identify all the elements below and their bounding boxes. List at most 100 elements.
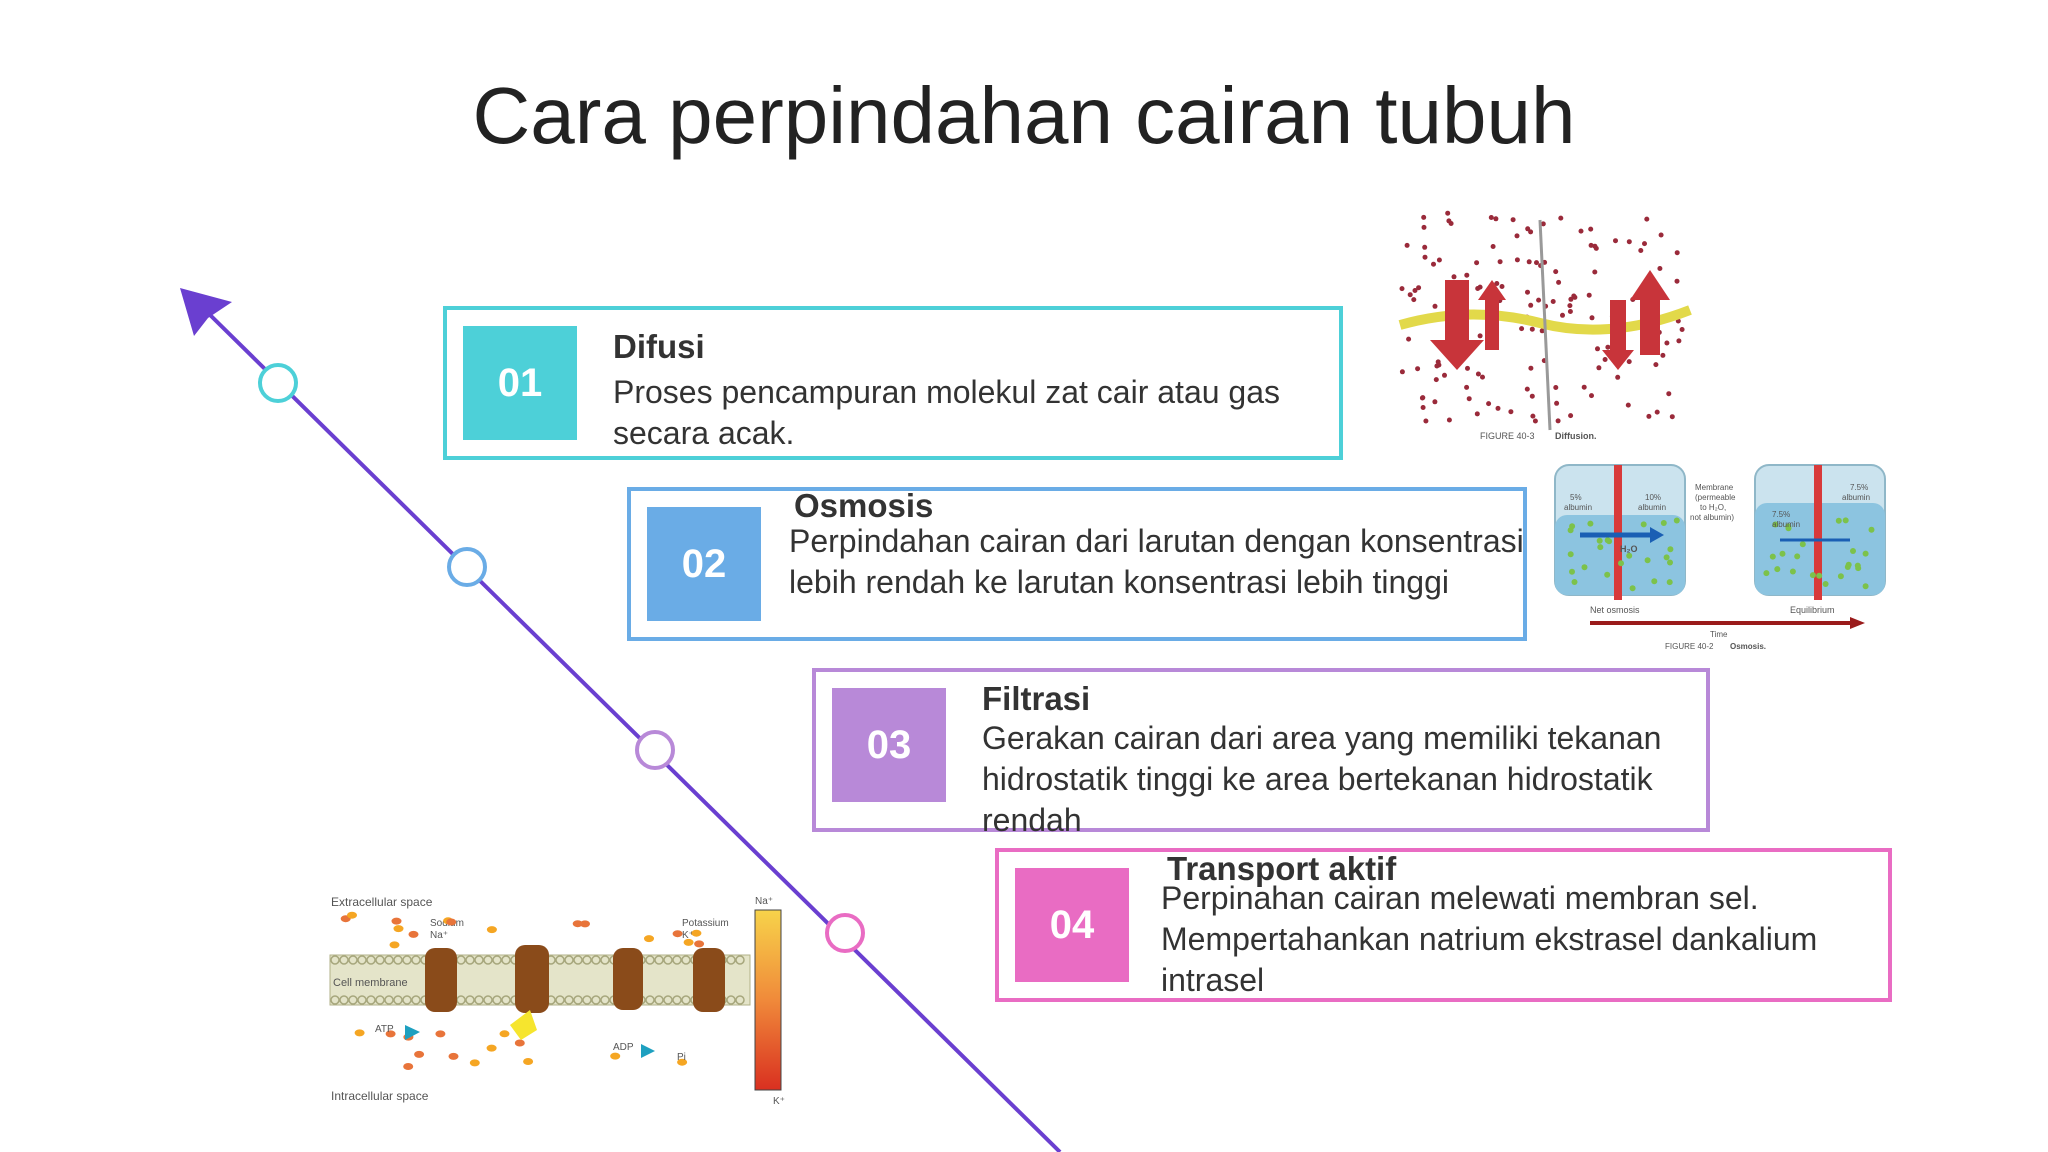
lipid-head xyxy=(600,995,610,1005)
molecule-dot xyxy=(1514,257,1520,263)
albumin-dot xyxy=(1597,544,1604,551)
timeline-marker-2 xyxy=(447,547,487,587)
ion-dot xyxy=(354,1029,365,1037)
lipid-head xyxy=(402,995,412,1005)
molecule-dot xyxy=(1646,413,1652,419)
lipid-head xyxy=(402,955,412,965)
step-card-1: 01 Difusi Proses pencampuran molekul zat… xyxy=(443,306,1343,460)
lipid-head xyxy=(357,955,367,965)
ion-dot xyxy=(385,1030,396,1038)
molecule-dot xyxy=(1657,266,1663,271)
albumin-dot xyxy=(1673,517,1680,524)
timeline-marker-3 xyxy=(635,730,675,770)
timeline-marker-4 xyxy=(825,913,865,953)
lipid-head xyxy=(483,955,493,965)
molecule-dot xyxy=(1644,216,1650,222)
ion-dot xyxy=(499,1030,510,1038)
molecule-dot xyxy=(1432,303,1438,309)
barrier-line xyxy=(1538,219,1552,431)
lipid-head xyxy=(465,995,475,1005)
albumin-dot xyxy=(1626,552,1633,559)
albumin-dot xyxy=(1571,579,1578,585)
molecule-dot xyxy=(1499,284,1505,289)
molecule-dot xyxy=(1493,216,1499,222)
albumin-dot xyxy=(1596,537,1603,544)
lipid-head xyxy=(384,955,394,965)
molecule-dot xyxy=(1555,418,1561,424)
lipid-head xyxy=(654,995,664,1005)
potassium-ion-label: K⁺ xyxy=(682,930,694,941)
molecule-dot xyxy=(1626,359,1632,365)
molecule-dot xyxy=(1534,260,1539,266)
molecule-dot xyxy=(1593,245,1599,251)
molecule-dot xyxy=(1658,232,1664,238)
ion-dot xyxy=(448,1052,459,1060)
lipid-head xyxy=(654,955,664,965)
molecule-dot xyxy=(1519,326,1525,332)
albumin-dot xyxy=(1581,564,1588,571)
lipid-head xyxy=(474,995,484,1005)
molecule-dot xyxy=(1526,259,1532,265)
lipid-head xyxy=(339,955,349,965)
albumin-dot xyxy=(1779,550,1786,557)
lipid-head xyxy=(735,995,745,1005)
molecule-dot xyxy=(1514,233,1520,239)
lipid-head xyxy=(672,995,682,1005)
ion-dot xyxy=(389,941,400,949)
osmosis-water-label: H₂O xyxy=(1620,544,1638,554)
albumin-dot xyxy=(1644,557,1651,564)
osmosis-time-label: Time xyxy=(1710,630,1728,639)
molecule-dot xyxy=(1525,289,1530,295)
osmosis-label: not albumin) xyxy=(1690,513,1734,522)
albumin-dot xyxy=(1651,578,1658,585)
lipid-head xyxy=(663,955,673,965)
osmosis-label: albumin xyxy=(1638,503,1666,512)
molecule-dot xyxy=(1554,400,1560,406)
osmosis-membrane-label: Membrane xyxy=(1695,483,1734,492)
molecule-dot xyxy=(1528,365,1534,371)
timeline-arrowhead-icon xyxy=(180,288,232,336)
molecule-dot xyxy=(1567,303,1573,309)
ion-dot xyxy=(683,938,694,946)
gradient-bottom-label: K⁺ xyxy=(773,1096,785,1107)
molecule-dot xyxy=(1480,374,1485,380)
lipid-head xyxy=(357,995,367,1005)
albumin-dot xyxy=(1769,553,1776,560)
lipid-head xyxy=(591,955,601,965)
albumin-dot xyxy=(1862,583,1869,590)
molecule-dot xyxy=(1474,260,1480,266)
molecule-dot xyxy=(1510,217,1516,223)
osmosis-label: albumin xyxy=(1842,493,1870,502)
albumin-dot xyxy=(1667,559,1673,566)
molecule-dot xyxy=(1626,239,1632,245)
osmosis-label: 10% xyxy=(1645,493,1661,502)
lipid-head xyxy=(483,995,493,1005)
molecule-dot xyxy=(1446,218,1452,224)
step-number-badge: 04 xyxy=(1015,868,1129,982)
molecule-dot xyxy=(1407,292,1413,298)
molecule-dot xyxy=(1436,257,1442,263)
timeline-marker-1 xyxy=(258,363,298,403)
molecule-dot xyxy=(1602,357,1608,362)
step-card-2: 02 Osmosis Perpindahan cairan dari larut… xyxy=(627,487,1527,641)
molecule-dot xyxy=(1539,328,1545,334)
step-title: Osmosis xyxy=(794,487,934,524)
molecule-dot xyxy=(1654,409,1660,415)
molecule-dot xyxy=(1589,315,1595,321)
potassium-label: Potassium xyxy=(682,918,729,929)
osmosis-label: (permeable xyxy=(1695,493,1736,502)
molecule-dot xyxy=(1445,210,1451,216)
albumin-dot xyxy=(1854,562,1861,569)
albumin-dot xyxy=(1842,517,1849,524)
lipid-head xyxy=(555,995,565,1005)
albumin-dot xyxy=(1816,572,1823,579)
osmosis-equilibrium-label: Equilibrium xyxy=(1790,605,1835,615)
lipid-head xyxy=(375,995,385,1005)
albumin-dot xyxy=(1587,520,1594,527)
lipid-head xyxy=(501,955,511,965)
step-card-3: 03 Filtrasi Gerakan cairan dari area yan… xyxy=(812,668,1710,838)
ion-dot xyxy=(435,1030,446,1038)
step-description: Proses pencampuran molekul zat cair atau… xyxy=(613,374,1281,451)
molecule-dot xyxy=(1508,409,1514,415)
